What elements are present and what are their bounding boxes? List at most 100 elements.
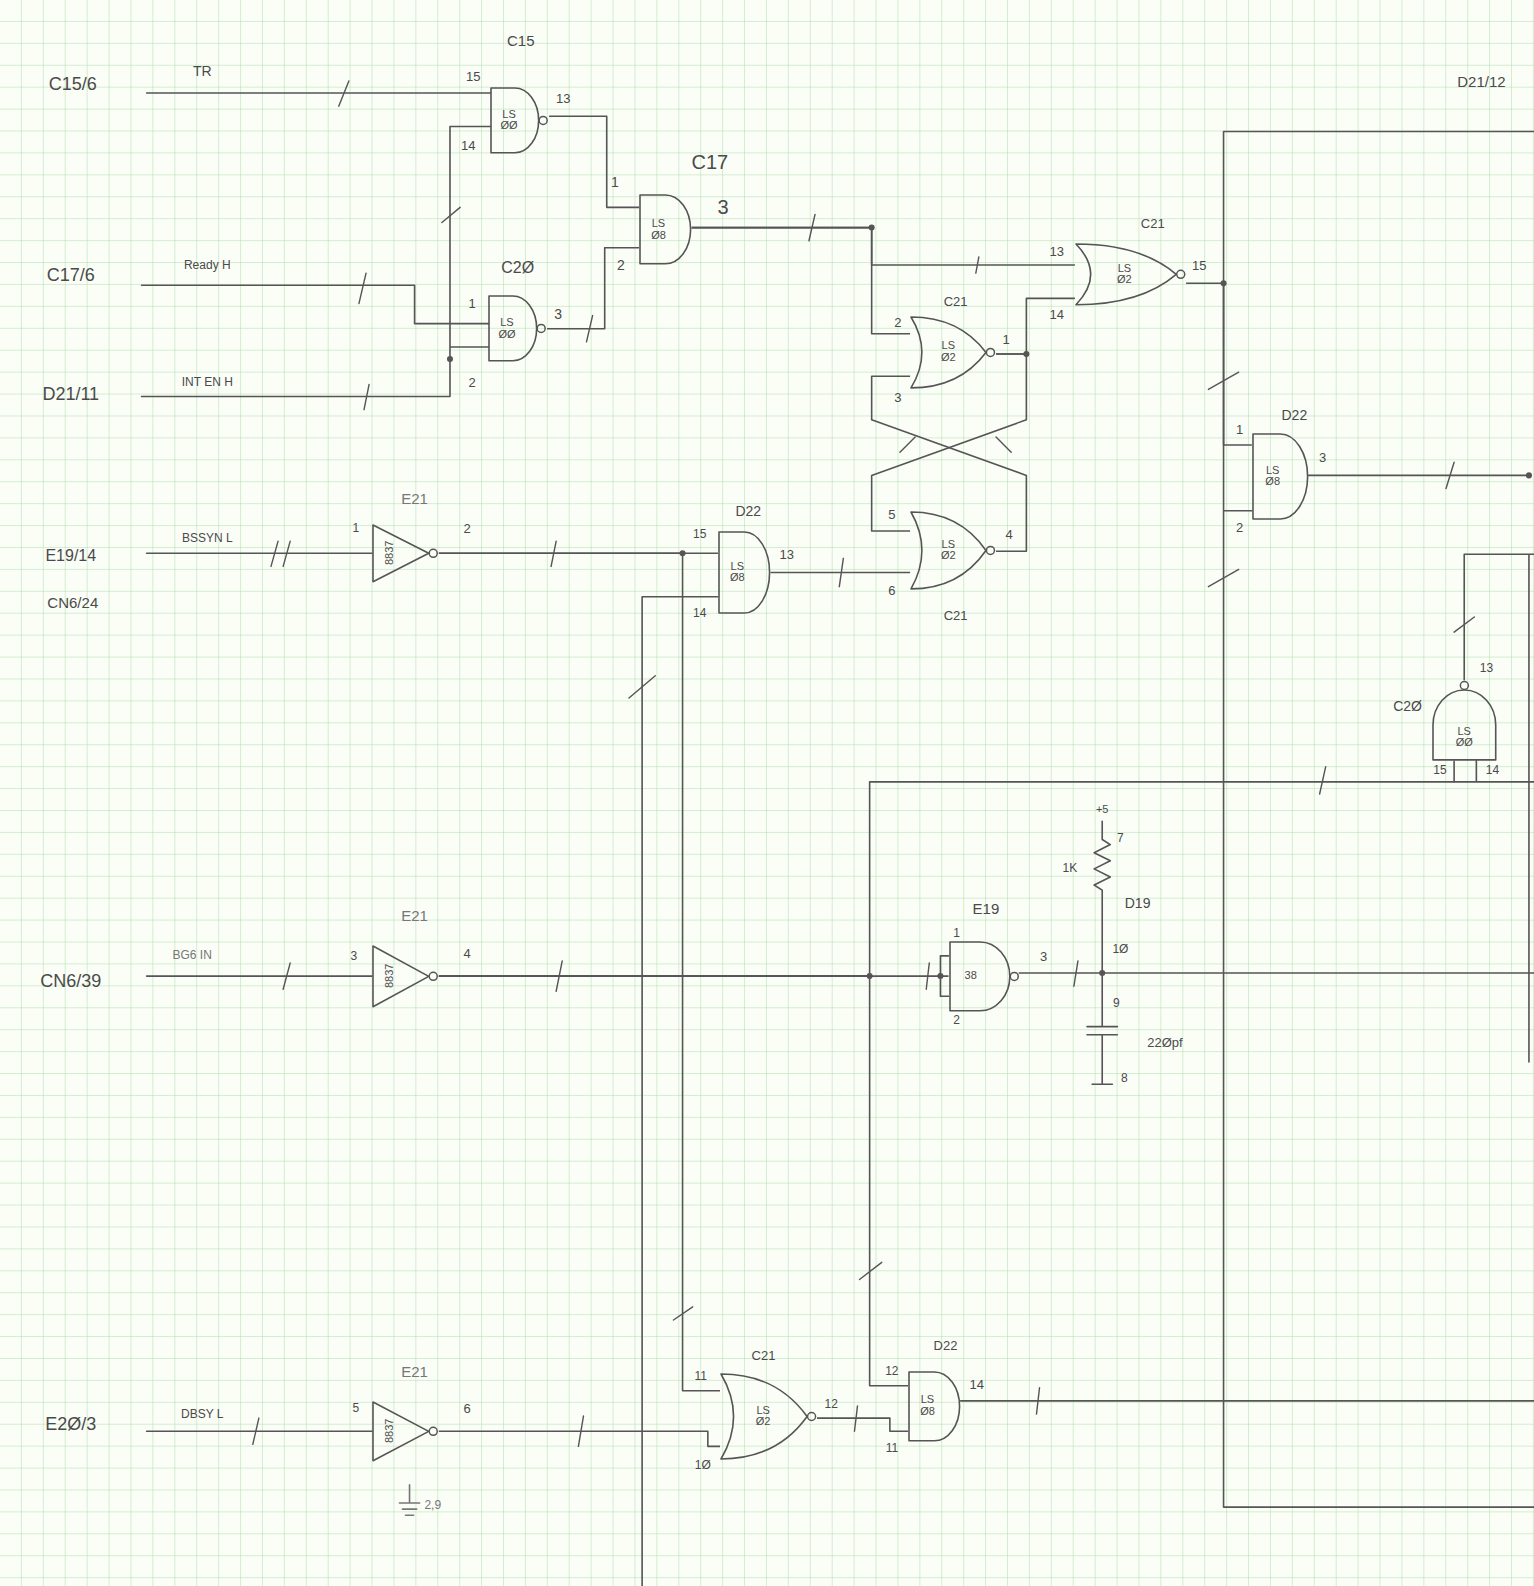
wire-connector xyxy=(549,116,639,207)
gate-label-wrap: LS ØØ xyxy=(498,317,515,340)
nor-gate: LS Ø2 xyxy=(1075,243,1186,306)
schematic-label: 4 xyxy=(1006,528,1013,541)
schematic-label: C2Ø xyxy=(501,260,534,276)
part-type: LS Ø8 xyxy=(730,561,745,584)
inversion-bubble xyxy=(808,1412,816,1420)
schematic-label: 12 xyxy=(885,1365,898,1377)
gate-label-wrap: LS Ø2 xyxy=(1117,263,1132,286)
schematic-label: DBSY L xyxy=(181,1408,223,1420)
gate-label-area: 38 xyxy=(951,943,991,1010)
schematic-label: D22 xyxy=(934,1339,958,1352)
gate-body xyxy=(373,525,429,582)
schematic-label: E19 xyxy=(973,901,1000,916)
gate-label-area: LS Ø8 xyxy=(1254,435,1292,518)
schematic-label: Ready H xyxy=(184,259,231,271)
gate-label-wrap: LS Ø8 xyxy=(730,561,745,584)
part-type: 8837 xyxy=(385,964,397,988)
wire-connector xyxy=(439,1431,720,1446)
gate-outline xyxy=(1252,433,1309,520)
and-gate: LS Ø8 xyxy=(1252,433,1309,520)
gate-body xyxy=(950,942,1010,1011)
inversion-bubble xyxy=(429,549,437,557)
gate-body xyxy=(489,296,537,361)
gate-outline xyxy=(1432,680,1497,761)
schematic-label: C21 xyxy=(752,1349,776,1362)
schematic-label: 15 xyxy=(1433,764,1446,776)
schematic-label: C21 xyxy=(944,608,968,621)
schematic-label: E2Ø/3 xyxy=(45,1415,96,1433)
gate-label-area: LS ØØ xyxy=(1435,716,1494,759)
schematic-label: 14 xyxy=(461,138,475,151)
part-type: LS ØØ xyxy=(498,317,515,340)
schematic-label: 3 xyxy=(554,307,562,321)
schematic-label: C15/6 xyxy=(49,75,97,93)
schematic-label: 2 xyxy=(464,521,471,534)
schematic-label: C17 xyxy=(692,152,729,172)
schematic-label: C21 xyxy=(1141,216,1165,229)
schematic-label: CN6/39 xyxy=(40,972,101,990)
part-type: LS Ø8 xyxy=(1265,465,1280,488)
schematic-label: 1 xyxy=(1003,332,1010,345)
nand-gate: LS ØØ xyxy=(490,87,549,154)
gate-label-wrap: LS ØØ xyxy=(500,109,517,132)
schematic-label: 5 xyxy=(353,1402,360,1414)
inversion-bubble xyxy=(1010,972,1018,980)
nand-gate: 38 xyxy=(949,941,1020,1012)
wire-connector xyxy=(692,228,1075,265)
schematic-label: 2 xyxy=(953,1014,960,1026)
gate-label-area: LS Ø2 xyxy=(741,1375,785,1458)
schematic-label: 22Øpf xyxy=(1147,1035,1182,1048)
gate-label-wrap: LS Ø8 xyxy=(651,218,666,241)
and-gate: LS Ø8 xyxy=(908,1371,961,1442)
part-type: 38 xyxy=(965,970,977,982)
schematic-label: 14 xyxy=(970,1377,984,1390)
gate-label-area: LS Ø2 xyxy=(929,318,968,387)
gate-body xyxy=(373,1402,429,1461)
junction-dot xyxy=(1099,970,1105,976)
gate-label-wrap: LS Ø8 xyxy=(920,1394,935,1417)
schematic-label: E21 xyxy=(401,908,428,923)
gate-label-wrap: LS ØØ xyxy=(1456,726,1473,749)
ground-symbol xyxy=(399,1485,419,1515)
inverter-gate: 8837 xyxy=(372,945,439,1008)
schematic-label: 1 xyxy=(611,175,619,189)
gate-label-area: LS Ø2 xyxy=(1099,245,1149,304)
schematic-label: 1 xyxy=(953,927,960,939)
inversion-bubble xyxy=(429,972,437,980)
gate-label-wrap: 8837 xyxy=(385,541,397,565)
schematic-label: 13 xyxy=(1480,662,1493,674)
gate-label-wrap: 8837 xyxy=(385,1419,397,1443)
schematic-label: 13 xyxy=(556,92,570,105)
schematic-label: 1K xyxy=(1063,862,1078,874)
gate-body xyxy=(373,946,429,1007)
gate-body xyxy=(719,532,770,613)
schematic-label: E21 xyxy=(401,490,428,505)
schematic-label: D22 xyxy=(1282,408,1308,422)
gate-body xyxy=(1253,434,1308,519)
schematic-label: 14 xyxy=(693,607,706,619)
gate-label-area: LS ØØ xyxy=(492,89,525,152)
schematic-label: 15 xyxy=(1192,259,1206,272)
schematic-label: 2 xyxy=(1236,520,1243,533)
inversion-bubble xyxy=(538,325,546,333)
wire xyxy=(142,93,718,1586)
gate-body xyxy=(1433,690,1496,760)
schematic-label: 8 xyxy=(1121,1072,1128,1084)
schematic-label: C2Ø xyxy=(1393,699,1422,713)
wire-connector xyxy=(439,553,720,1391)
schematic-label: 13 xyxy=(1049,244,1063,257)
schematic-label: 12 xyxy=(825,1398,838,1410)
schematic-label: 9 xyxy=(1113,997,1120,1009)
inversion-bubble xyxy=(1460,681,1468,689)
inversion-bubble xyxy=(1177,270,1185,278)
schematic-label: 3 xyxy=(1040,949,1047,962)
inversion-bubble xyxy=(987,546,995,554)
part-type: LS Ø8 xyxy=(651,218,666,241)
inversion-bubble xyxy=(987,348,995,356)
gate-label-area: 8837 xyxy=(375,1403,405,1460)
schematic-label: D21/12 xyxy=(1457,73,1505,88)
gate-outline xyxy=(488,295,547,362)
nand-gate: LS ØØ xyxy=(1432,680,1497,761)
inversion-bubble xyxy=(429,1427,437,1435)
